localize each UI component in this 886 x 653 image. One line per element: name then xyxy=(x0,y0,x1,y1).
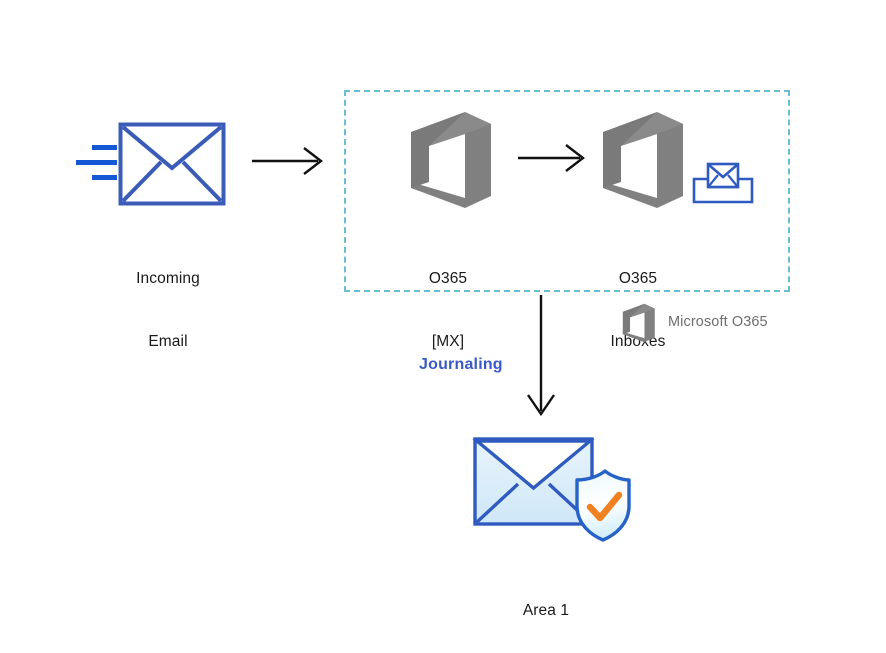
incoming-email-label-line-2: Email xyxy=(148,333,188,350)
inbox-tray-envelope-icon xyxy=(692,161,754,205)
journaling-edge-label: Journaling xyxy=(419,356,503,373)
microsoft-o365-zone-boundary xyxy=(344,90,790,292)
o365-mx-office-365-icon xyxy=(405,110,493,210)
incoming-email-label-line-1: Incoming xyxy=(136,270,200,287)
incoming-email-label: Incoming Email xyxy=(88,226,248,394)
arrow-inboxes-to-area1-icon xyxy=(524,295,558,417)
arrow-incoming-to-mx-icon xyxy=(252,145,324,177)
o365-inboxes-office-365-icon xyxy=(597,110,685,210)
speed-lines-icon xyxy=(76,138,118,188)
o365-inboxes-label-line-1: O365 xyxy=(618,270,658,287)
area1-label-line-1: Area 1 xyxy=(522,602,570,619)
arrow-mx-to-inboxes-icon xyxy=(518,142,586,174)
legend-office-365-icon xyxy=(620,303,656,343)
area1-label: Area 1 email security xyxy=(448,558,644,653)
o365-mx-label: O365 [MX] xyxy=(383,226,513,394)
incoming-email-envelope-icon xyxy=(118,122,226,206)
legend-label: Microsoft O365 xyxy=(668,314,768,330)
area1-shielded-envelope-icon xyxy=(472,434,632,544)
o365-mx-label-line-2: [MX] xyxy=(431,333,465,350)
o365-mx-label-line-1: O365 xyxy=(428,270,468,287)
